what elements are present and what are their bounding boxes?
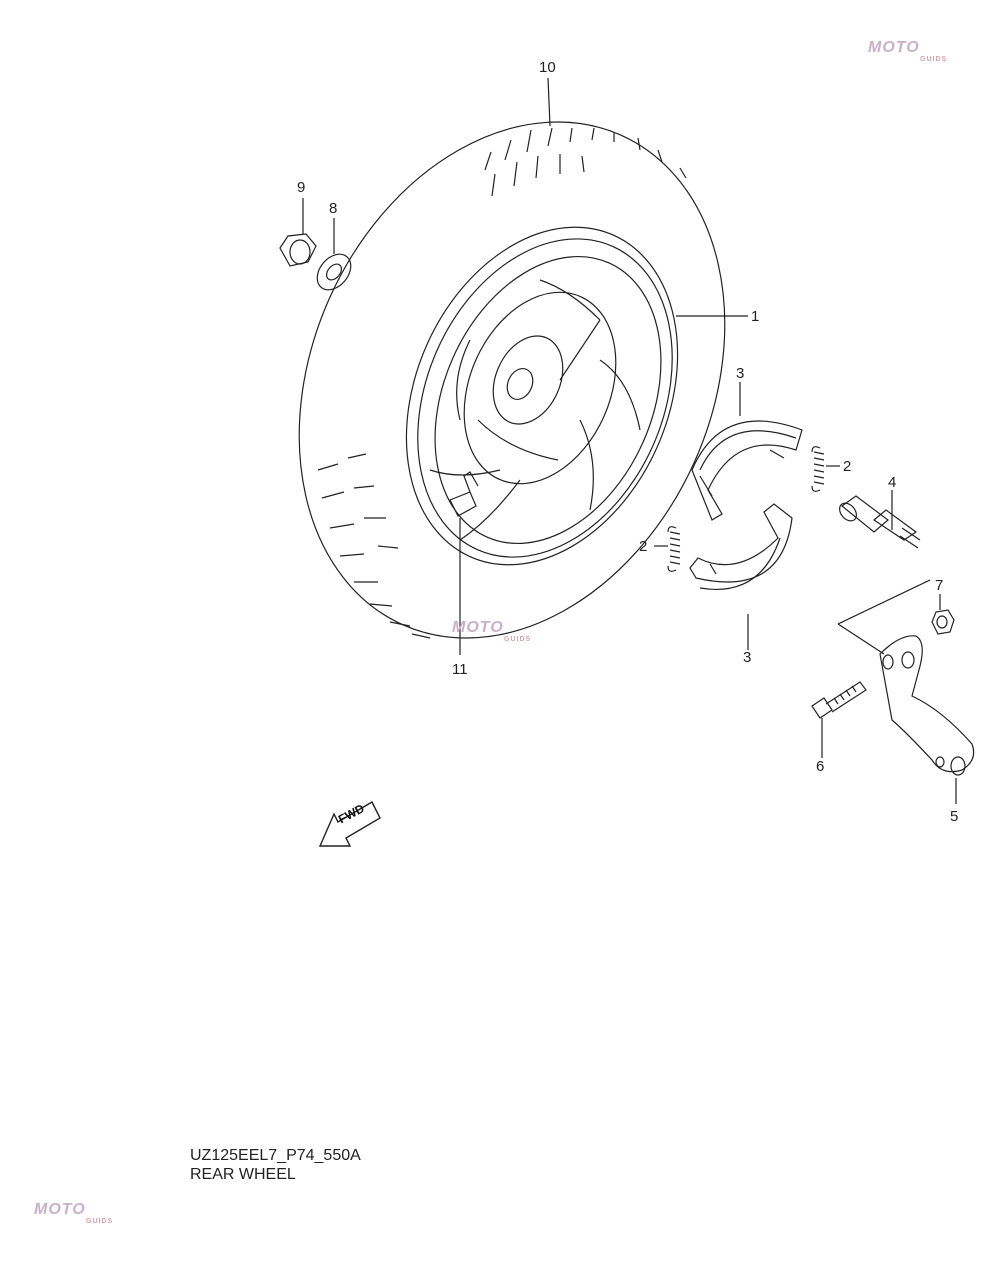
watermark-middle: MOTO GUIDS <box>452 619 532 644</box>
callout-10: 10 <box>539 59 556 76</box>
callout-8: 8 <box>329 200 338 217</box>
leader-10 <box>547 77 551 127</box>
caption-title: REAR WHEEL <box>190 1166 296 1183</box>
spring-upper <box>811 446 840 492</box>
callout-9: 9 <box>297 179 306 196</box>
nut-7-part <box>931 594 955 635</box>
callout-3-upper: 3 <box>736 365 745 382</box>
washer-part <box>316 218 352 291</box>
callout-1: 1 <box>751 308 760 325</box>
callout-2-upper: 2 <box>843 458 852 475</box>
valve-part <box>449 471 479 655</box>
tire-part <box>298 121 726 639</box>
assembly-line <box>837 579 931 655</box>
callout-5: 5 <box>950 808 959 825</box>
camshaft-part <box>839 490 921 549</box>
callout-11: 11 <box>452 661 468 678</box>
fwd-arrow <box>318 801 381 847</box>
callout-2-lower: 2 <box>639 538 648 555</box>
callout-3-lower: 3 <box>743 649 752 666</box>
brake-shoe-lower <box>689 503 793 650</box>
nut-part <box>279 198 317 267</box>
callout-6: 6 <box>816 758 825 775</box>
bolt-part <box>811 681 867 758</box>
spring-lower <box>654 526 681 572</box>
brake-lever-part <box>879 635 975 804</box>
callout-4: 4 <box>888 474 897 491</box>
wheel-rim-part <box>417 238 673 558</box>
caption-code: UZ125EEL7_P74_550A <box>190 1147 361 1164</box>
brake-shoe-upper <box>691 382 803 521</box>
callout-7: 7 <box>935 577 944 594</box>
watermark-top: MOTO GUIDS <box>868 39 948 64</box>
watermark-bottom: MOTO GUIDS <box>34 1201 114 1226</box>
